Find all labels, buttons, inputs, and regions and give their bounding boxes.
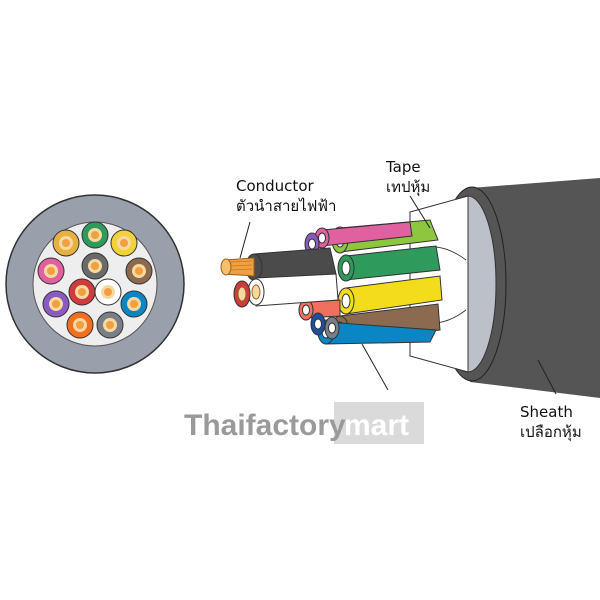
core-slate [96, 311, 124, 339]
insulated-core-dark-blue [310, 312, 326, 336]
core-red [68, 278, 96, 306]
sheath-label-en: Sheath [520, 403, 573, 421]
sheath-leader-line [537, 359, 557, 395]
tape-leader-line [409, 195, 431, 229]
core-white [94, 278, 122, 306]
insulated-core-yellow [337, 275, 443, 315]
cable-cross-section [5, 194, 185, 374]
core-purple [42, 290, 70, 318]
conductor-label-th: ตัวนำสายไฟฟ้า [236, 197, 336, 215]
insulated-core-red-orange [298, 299, 341, 321]
insulated-core-grey [324, 316, 340, 340]
core-brown [125, 257, 153, 285]
core-blue [120, 290, 148, 318]
sheath-label-th: เปลือกหุ้ม [520, 423, 582, 442]
conductor-label-en: Conductor [236, 177, 314, 195]
core-green [81, 221, 109, 249]
watermark: Thaifactory mart [184, 402, 424, 444]
core-gold [52, 229, 80, 257]
core-yellow [110, 229, 138, 257]
conductor-red-core [233, 280, 251, 308]
conductor-leader-line [239, 221, 251, 259]
cable-side-view [220, 178, 600, 398]
core-dark-grey [81, 252, 109, 280]
core-pink [37, 257, 65, 285]
conductor-white-core [247, 273, 339, 307]
watermark-text-thaifactory: Thaifactory [184, 409, 346, 442]
sheath-body [470, 178, 600, 398]
insulated-core-green [337, 245, 441, 282]
watermark-text-mart: mart [344, 409, 409, 442]
watermark-mart-background [334, 402, 424, 444]
tape-label-th: เทปหุ้ม [386, 178, 430, 197]
insulated-core-pink [314, 221, 413, 249]
conductor-dark-core [220, 247, 337, 281]
tape-label-en: Tape [385, 158, 421, 176]
insulation-leader-line [361, 343, 389, 391]
core-orange [66, 311, 94, 339]
